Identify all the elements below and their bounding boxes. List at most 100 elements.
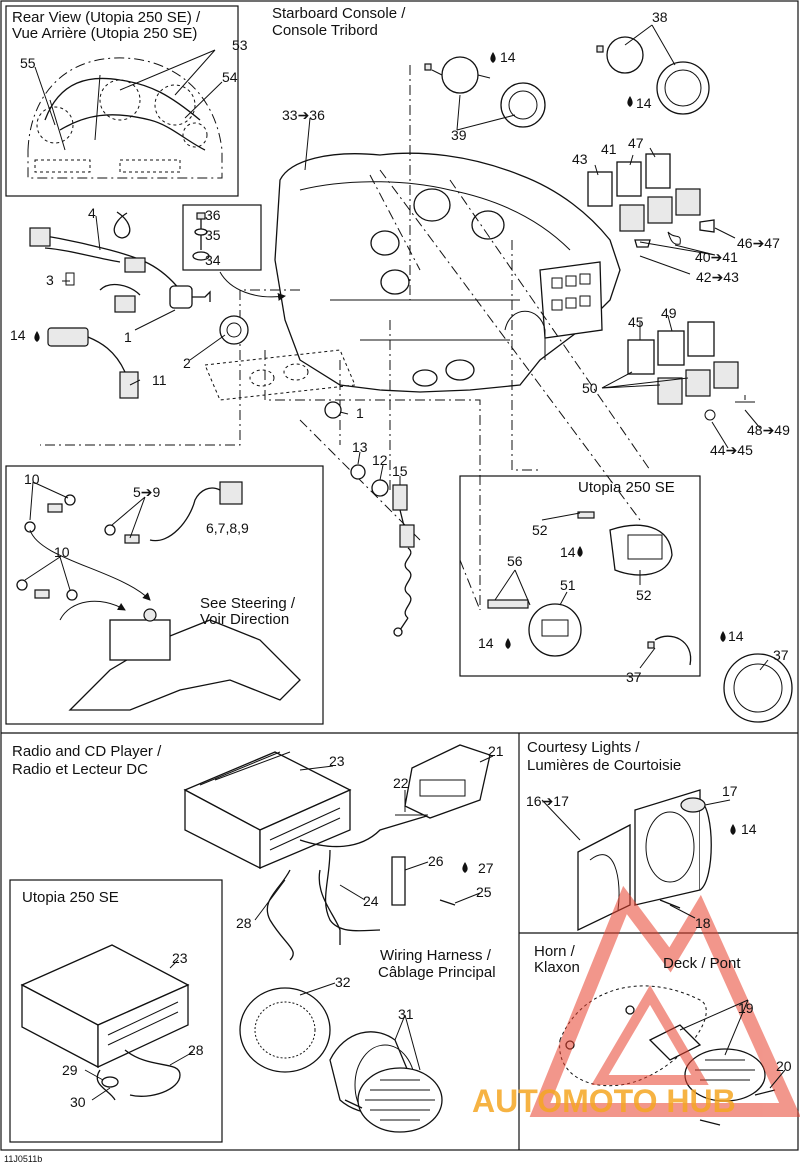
part-callout-7: 14	[636, 95, 652, 111]
steering-title-2: Voir Direction	[200, 611, 289, 628]
part-callout-65: 20	[776, 1058, 792, 1074]
part-callout-40: 56	[507, 553, 523, 569]
part-callout-13: 1	[124, 329, 132, 345]
part-callout-33: 13	[352, 439, 368, 455]
steering-drawing	[16, 481, 301, 711]
watermark-text: AUTOMOTO HUB	[472, 1083, 736, 1119]
part-callout-49: 26	[428, 853, 444, 869]
drop-icon	[34, 331, 40, 342]
lamp-icon	[704, 409, 716, 421]
gauge-group-39	[424, 56, 546, 128]
part-callout-59: 32	[335, 974, 351, 990]
part-callout-50: 27	[478, 860, 494, 876]
part-callout-19: 41	[601, 141, 617, 157]
part-callout-57: 18	[695, 915, 711, 931]
rear-view-box	[5, 5, 239, 197]
callout-leaders	[24, 24, 786, 1101]
part-callout-55: 17	[722, 783, 738, 799]
arrow-icon	[219, 271, 286, 301]
steering-box	[5, 465, 324, 725]
switch-icon	[587, 171, 613, 207]
part-callout-44: 37	[773, 647, 789, 663]
part-callout-30: 5➔9	[133, 484, 161, 500]
part-callout-16: 11	[152, 372, 167, 388]
part-callout-21: 46➔47	[737, 235, 780, 251]
part-callout-23: 42➔43	[696, 269, 739, 285]
courtesy-title-2: Lumières de Courtoisie	[527, 757, 681, 774]
utopia-gauges-title: Utopia 250 SE	[578, 479, 675, 496]
horn-title-2: Klaxon	[534, 959, 580, 976]
figure-code: 11J0511b	[4, 1154, 42, 1164]
leader-lines	[40, 65, 651, 611]
courtesy-title-1: Courtesy Lights /	[527, 739, 640, 756]
wiring-title-2: Câblage Principal	[378, 964, 496, 981]
part-callout-28: 44➔45	[710, 442, 753, 458]
drop-icon	[730, 824, 736, 835]
part-callout-51: 25	[476, 884, 492, 900]
starboard-title-1: Starboard Console /	[272, 5, 406, 22]
part-callout-14: 14	[10, 327, 26, 343]
part-callout-4: 38	[652, 9, 668, 25]
part-callout-11: 34	[205, 252, 221, 268]
lanyard-cable	[350, 464, 415, 637]
part-callout-37: 52	[532, 522, 548, 538]
part-callout-25: 49	[661, 305, 677, 321]
part-callout-1: 53	[232, 37, 248, 53]
part-callout-29: 10	[24, 471, 40, 487]
part-callout-2: 54	[222, 69, 238, 85]
part-callout-27: 48➔49	[747, 422, 790, 438]
part-callout-39: 52	[636, 587, 652, 603]
part-callout-8: 4	[88, 205, 96, 221]
part-callout-0: 55	[20, 55, 36, 71]
part-callout-53: 28	[236, 915, 252, 931]
utopia-radio-box	[9, 879, 223, 1143]
radio-title-1: Radio and CD Player /	[12, 743, 162, 760]
part-callout-34: 12	[372, 452, 388, 468]
utopia-radio-title: Utopia 250 SE	[22, 889, 119, 906]
part-callout-46: 23	[329, 753, 345, 769]
horn-title-1: Horn /	[534, 943, 576, 960]
drop-icon	[577, 546, 583, 557]
part-callout-47: 21	[488, 743, 504, 759]
drop-icon	[505, 638, 511, 649]
part-callout-52: 24	[363, 893, 379, 909]
gauge-group-38	[596, 36, 710, 115]
part-callout-45: 37	[626, 669, 642, 685]
part-callout-20: 47	[628, 135, 644, 151]
wiring-title-1: Wiring Harness /	[380, 947, 492, 964]
section-titles: Rear View (Utopia 250 SE) / Vue Arrière …	[4, 5, 741, 1164]
part-callout-64: 19	[738, 1000, 754, 1016]
starboard-console	[274, 152, 621, 393]
deck-title: Deck / Pont	[663, 955, 741, 972]
part-callout-5: 14	[500, 49, 516, 65]
part-callout-61: 28	[188, 1042, 204, 1058]
part-callout-48: 22	[393, 775, 409, 791]
part-callout-15: 2	[183, 355, 191, 371]
drop-icon	[627, 96, 633, 107]
part-callout-43: 14	[728, 628, 744, 644]
part-callout-42: 14	[478, 635, 494, 651]
switches-upper	[587, 153, 715, 248]
part-callout-12: 3	[46, 272, 54, 288]
panel-outline	[204, 349, 356, 401]
gauge-icon	[500, 82, 546, 128]
rear-view-drawing	[27, 57, 223, 179]
part-callout-60: 31	[398, 1006, 414, 1022]
part-callout-24: 45	[628, 314, 644, 330]
speakers	[239, 987, 443, 1133]
part-callout-54: 16➔17	[526, 793, 569, 809]
courtesy-light	[577, 789, 712, 932]
part-callout-17: 1	[356, 405, 364, 421]
watermark-logo	[529, 885, 800, 1117]
part-callout-10: 35	[205, 227, 221, 243]
rear-view-title-1: Rear View (Utopia 250 SE) /	[12, 9, 201, 26]
part-callout-3: 33➔36	[282, 107, 325, 123]
radio-title-2: Radio et Lecteur DC	[12, 761, 148, 778]
utopia-radio-unit	[20, 944, 190, 1101]
drop-icon	[462, 862, 468, 873]
rear-view-title-2: Vue Arrière (Utopia 250 SE)	[12, 25, 197, 42]
part-callout-35: 15	[392, 463, 408, 479]
